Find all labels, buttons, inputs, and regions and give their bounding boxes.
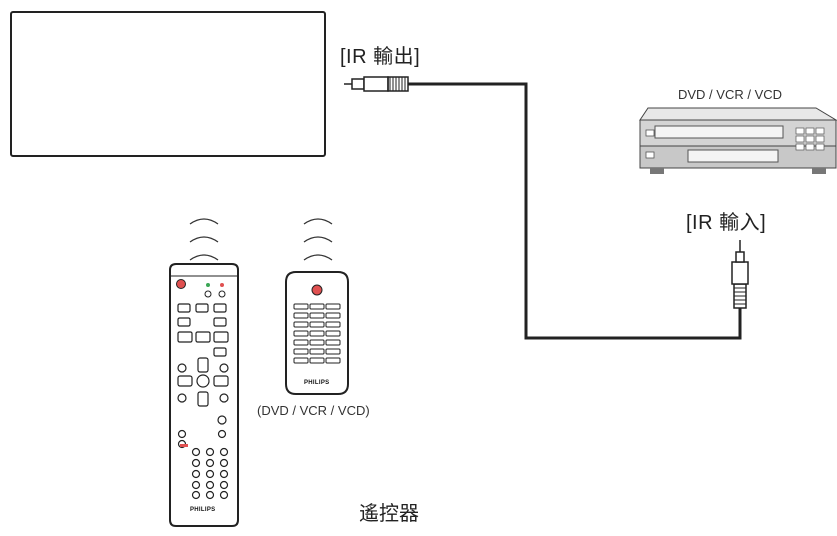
remote-control-label: 遙控器 [359,503,419,525]
remote-control-icon [169,263,239,527]
ir-in-plug-icon [731,240,749,309]
remote-control-icon [285,271,349,395]
remote-brand-logo: PHILIPS [190,507,216,513]
ir-cable [408,82,742,340]
remote-device-label: (DVD / VCR / VCD) [257,403,370,418]
ir-out-label: [IR 輸出] [340,46,421,68]
signal-waves-icon [189,218,219,261]
device-label: DVD / VCR / VCD [678,87,783,102]
signal-waves-icon [303,218,333,261]
dvd-player-icon [639,107,837,174]
display-panel [10,11,326,157]
ir-in-label: [IR 輸入] [686,212,767,234]
remote-brand-logo: PHILIPS [304,380,330,386]
ir-out-plug-icon [344,76,409,92]
